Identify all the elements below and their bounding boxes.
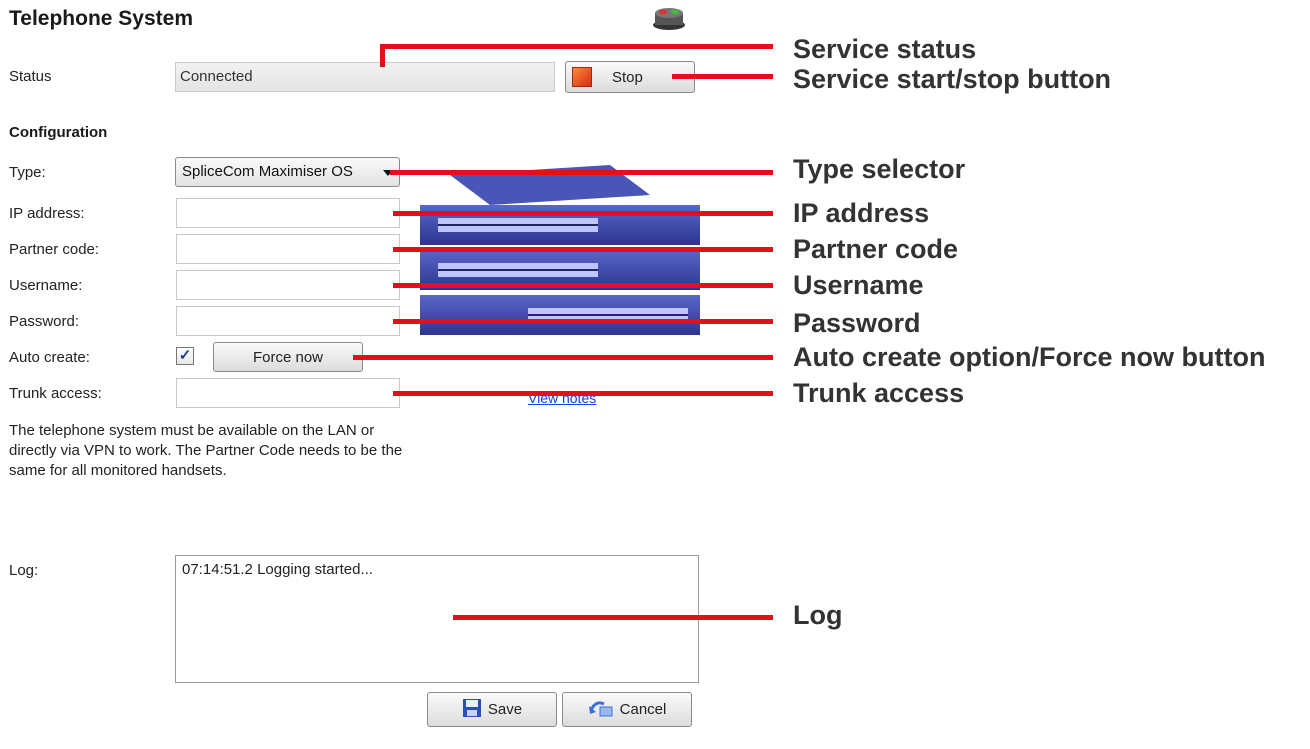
force-now-label: Force now bbox=[252, 348, 324, 366]
annotation-line-auto-create bbox=[353, 355, 773, 360]
annotation-service-status: Service status bbox=[793, 34, 977, 64]
page-title: Telephone System bbox=[9, 7, 193, 30]
force-now-button[interactable]: Force now bbox=[213, 342, 363, 372]
trunk-access-label: Trunk access: bbox=[9, 385, 102, 402]
cancel-button-label: Cancel bbox=[619, 701, 667, 718]
network-switch-image bbox=[410, 160, 700, 360]
username-label: Username: bbox=[9, 277, 83, 294]
checkmark-icon: ✓ bbox=[178, 347, 192, 364]
save-button[interactable]: Save bbox=[427, 692, 557, 727]
save-button-label: Save bbox=[487, 701, 523, 718]
annotation-type-selector: Type selector bbox=[793, 154, 966, 184]
service-status-field: Connected bbox=[175, 62, 555, 92]
type-select[interactable]: SpliceCom Maximiser OS bbox=[175, 157, 400, 187]
annotation-line-start-stop bbox=[672, 74, 773, 79]
partner-code-field[interactable] bbox=[176, 234, 400, 264]
annotation-line-password bbox=[393, 319, 773, 324]
annotation-ip-address: IP address bbox=[793, 198, 930, 228]
annotation-line-username bbox=[393, 283, 773, 288]
stop-button-label: Stop bbox=[612, 68, 643, 86]
configuration-heading: Configuration bbox=[9, 124, 108, 141]
auto-create-label: Auto create: bbox=[9, 349, 90, 366]
log-label: Log: bbox=[9, 562, 39, 579]
trunk-access-field[interactable] bbox=[176, 378, 400, 408]
ip-address-field[interactable] bbox=[176, 198, 400, 228]
cancel-icon bbox=[588, 698, 614, 722]
annotation-log: Log bbox=[793, 600, 843, 630]
cancel-button[interactable]: Cancel bbox=[562, 692, 692, 727]
annotation-partner-code: Partner code bbox=[793, 234, 959, 264]
type-select-value: SpliceCom Maximiser OS bbox=[182, 163, 353, 180]
help-text: The telephone system must be available o… bbox=[9, 422, 403, 479]
partner-code-label: Partner code: bbox=[9, 241, 100, 258]
phone-system-icon bbox=[651, 5, 687, 36]
dropdown-caret-icon bbox=[383, 170, 393, 176]
annotation-line-service-status-drop bbox=[380, 44, 385, 67]
ip-address-label: IP address: bbox=[9, 205, 85, 222]
password-label: Password: bbox=[9, 313, 80, 330]
annotation-line-service-status bbox=[380, 44, 773, 49]
annotation-line-partner bbox=[393, 247, 773, 252]
annotation-auto-create: Auto create option/Force now button bbox=[793, 342, 1266, 372]
status-label: Status bbox=[9, 68, 52, 85]
username-field[interactable] bbox=[176, 270, 400, 300]
annotation-trunk-access: Trunk access bbox=[793, 378, 965, 408]
stop-icon bbox=[572, 67, 592, 87]
password-field[interactable] bbox=[176, 306, 400, 336]
log-entry: 07:14:51.2 Logging started... bbox=[182, 561, 373, 578]
annotation-password: Password bbox=[793, 308, 921, 338]
save-icon bbox=[462, 698, 482, 722]
auto-create-checkbox[interactable]: ✓ bbox=[176, 347, 194, 365]
annotation-line-type bbox=[390, 170, 773, 175]
annotation-line-log bbox=[453, 615, 773, 620]
annotation-username: Username bbox=[793, 270, 924, 300]
annotation-start-stop: Service start/stop button bbox=[793, 64, 1112, 94]
type-label: Type: bbox=[9, 164, 46, 181]
annotation-line-ip bbox=[393, 211, 773, 216]
annotation-line-trunk bbox=[393, 391, 773, 396]
